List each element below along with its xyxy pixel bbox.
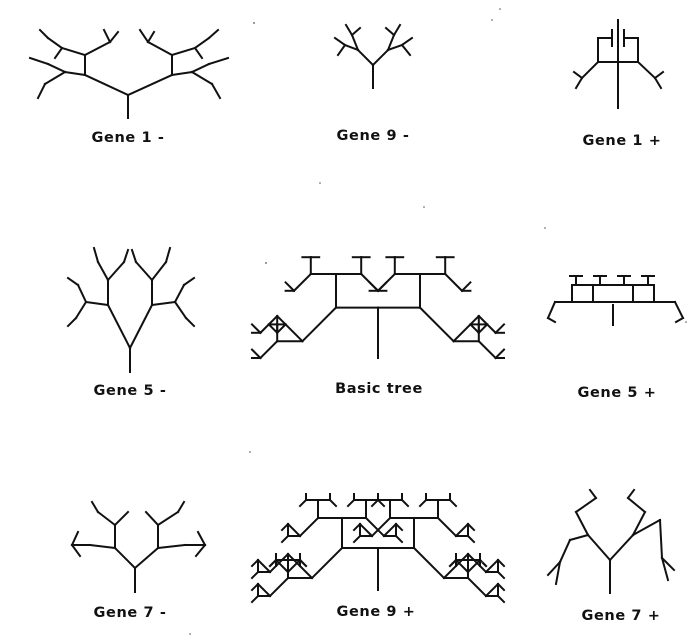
scan-specks bbox=[189, 8, 687, 635]
biomorph-trees bbox=[28, 19, 685, 604]
tree-gene7-minus bbox=[70, 500, 207, 593]
gene9-plus-label: Gene 9 + bbox=[336, 604, 415, 620]
tree-basic bbox=[250, 256, 506, 360]
tree-gene5-minus bbox=[66, 246, 196, 373]
tree-gene1-minus bbox=[28, 28, 230, 119]
gene9-minus-label: Gene 9 - bbox=[337, 128, 410, 144]
gene7-plus-label: Gene 7 + bbox=[581, 608, 660, 624]
basic-tree-label: Basic tree bbox=[335, 381, 423, 397]
tree-gene7-plus bbox=[546, 488, 676, 594]
tree-gene9-plus bbox=[250, 493, 506, 604]
gene1-minus-label: Gene 1 - bbox=[92, 130, 165, 146]
gene5-minus-label: Gene 5 - bbox=[94, 383, 167, 399]
tree-gene9-minus bbox=[333, 23, 414, 89]
tree-gene5-plus bbox=[546, 275, 685, 326]
gene5-plus-label: Gene 5 + bbox=[577, 385, 656, 401]
tree-gene1-plus bbox=[572, 19, 665, 109]
gene1-plus-label: Gene 1 + bbox=[582, 133, 661, 149]
gene7-minus-label: Gene 7 - bbox=[94, 605, 167, 621]
